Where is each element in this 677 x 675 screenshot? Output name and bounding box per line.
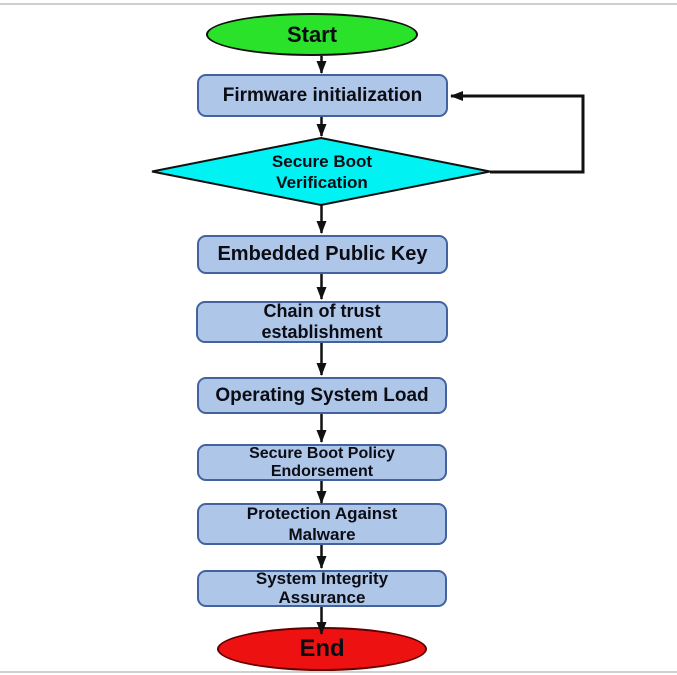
- node-end: End: [217, 627, 427, 671]
- node-protection-against-malware: Protection Against Malware: [197, 503, 447, 545]
- node-system-integrity-assurance: System Integrity Assurance: [197, 568, 447, 607]
- node-end-label: End: [299, 635, 345, 663]
- node-operating-system-load-label: Operating System Load: [215, 384, 429, 406]
- node-secure-boot-verification: Secure Boot Verification: [231, 144, 413, 200]
- edge-verification-loop-to-firmware: [450, 91, 585, 174]
- node-protection-against-malware-label: Protection Against Malware: [246, 503, 398, 544]
- node-embedded-public-key-label: Embedded Public Key: [217, 243, 428, 265]
- node-operating-system-load: Operating System Load: [197, 377, 447, 414]
- node-firmware-initialization: Firmware initialization: [197, 74, 448, 117]
- node-chain-of-trust-label: Chain of trust establishment: [261, 301, 383, 342]
- edge-group: [316, 56, 585, 635]
- node-system-integrity-assurance-label: System Integrity Assurance: [255, 568, 389, 607]
- node-firmware-initialization-label: Firmware initialization: [222, 84, 423, 106]
- node-embedded-public-key: Embedded Public Key: [197, 235, 448, 274]
- node-start: Start: [206, 13, 418, 56]
- node-secure-boot-policy-endorsement: Secure Boot Policy Endorsement: [197, 444, 447, 481]
- top-border-line: [0, 3, 677, 5]
- node-chain-of-trust: Chain of trust establishment: [196, 301, 448, 343]
- node-secure-boot-verification-label: Secure Boot Verification: [271, 151, 373, 192]
- bottom-border-line: [0, 671, 677, 673]
- node-start-label: Start: [286, 21, 338, 47]
- node-secure-boot-policy-endorsement-label: Secure Boot Policy Endorsement: [249, 444, 395, 480]
